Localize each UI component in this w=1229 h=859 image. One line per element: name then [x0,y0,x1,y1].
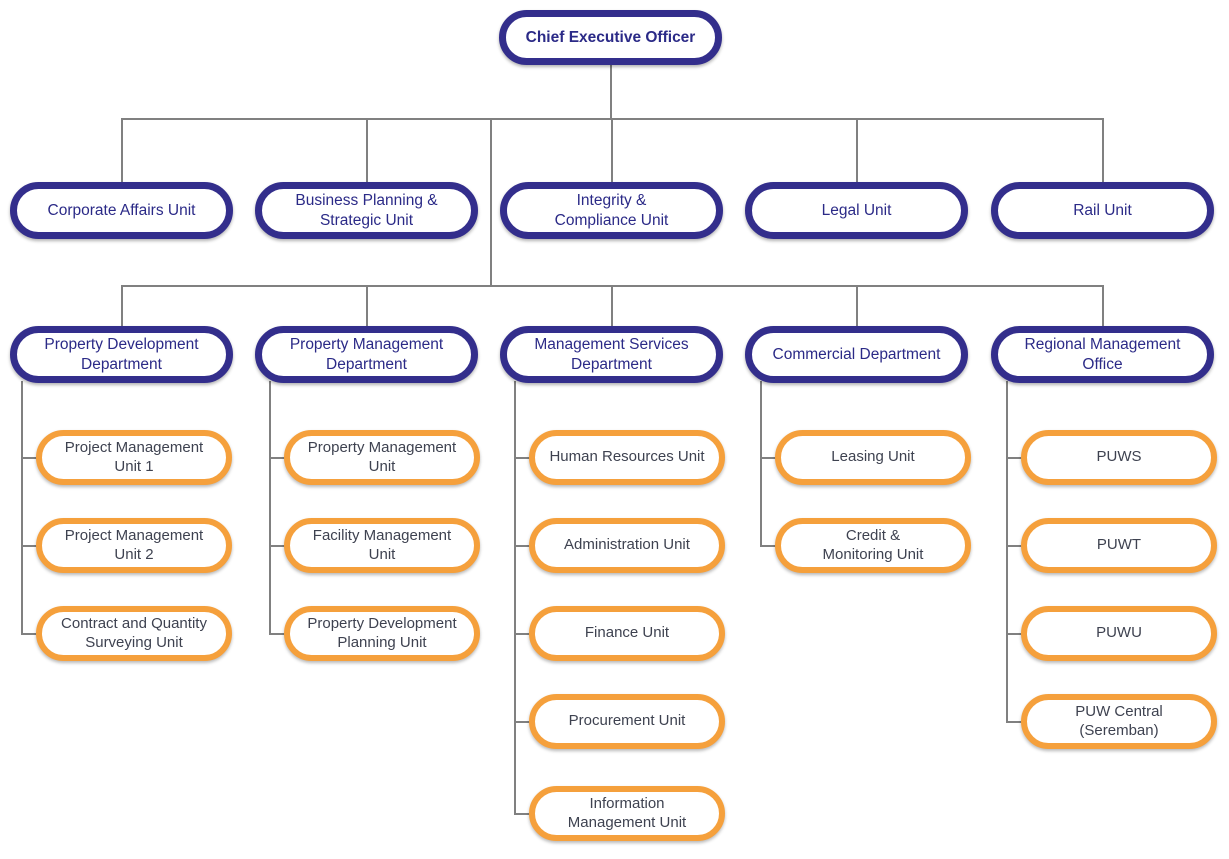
node-label: Integrity &Compliance Unit [554,192,669,229]
node-finance-unit[interactable]: Finance Unit [529,606,725,661]
connector-ceo-stem [610,62,612,120]
connector-unit-stub-1-2 [21,545,41,547]
node-label: Administration Unit [564,536,690,554]
node-label: PUW Central(Seremban) [1075,702,1163,739]
node-corporate-affairs-unit[interactable]: Corporate Affairs Unit [10,182,233,239]
node-puw-central-seremban[interactable]: PUW Central(Seremban) [1021,694,1217,749]
connector-department-drop-5 [1102,285,1104,327]
connector-department-drop-3 [611,285,613,327]
connector-unit-stub-5-4 [1006,721,1026,723]
node-puwu[interactable]: PUWU [1021,606,1217,661]
node-label: Chief Executive Officer [525,28,696,46]
connector-level2-drop-3 [611,118,613,184]
connector-unit-stub-3-4 [514,721,534,723]
connector-unit-stub-3-1 [514,457,534,459]
node-label: Human Resources Unit [549,448,705,466]
connector-unit-spine-5 [1006,381,1008,722]
connector-unit-stub-4-1 [760,457,780,459]
connector-unit-stub-3-2 [514,545,534,547]
node-legal-unit[interactable]: Legal Unit [745,182,968,239]
connector-unit-stub-2-2 [269,545,289,547]
connector-level2-drop-4 [856,118,858,184]
connector-level2-drop-5 [1102,118,1104,184]
connector-unit-stub-5-2 [1006,545,1026,547]
connector-unit-stub-2-1 [269,457,289,459]
connector-department-spine [490,118,492,285]
connector-level2-drop-1 [121,118,123,184]
connector-unit-spine-4 [760,381,762,546]
node-business-planning-strategic-unit[interactable]: Business Planning &Strategic Unit [255,182,478,239]
node-label: PUWU [1096,624,1142,642]
node-puws[interactable]: PUWS [1021,430,1217,485]
node-human-resources-unit[interactable]: Human Resources Unit [529,430,725,485]
node-leasing-unit[interactable]: Leasing Unit [775,430,971,485]
node-credit-monitoring-unit[interactable]: Credit &Monitoring Unit [775,518,971,573]
node-commercial-department[interactable]: Commercial Department [745,326,968,383]
node-label: Corporate Affairs Unit [47,201,196,219]
connector-unit-stub-5-3 [1006,633,1026,635]
connector-unit-stub-4-2 [760,545,780,547]
connector-unit-stub-3-5 [514,813,534,815]
node-label: PUWS [1096,448,1142,466]
node-label: Commercial Department [772,345,941,363]
node-integrity-compliance-unit[interactable]: Integrity &Compliance Unit [500,182,723,239]
node-label: Business Planning &Strategic Unit [295,192,438,229]
node-procurement-unit[interactable]: Procurement Unit [529,694,725,749]
connector-unit-stub-2-3 [269,633,289,635]
connector-unit-stub-1-3 [21,633,41,635]
node-rail-unit[interactable]: Rail Unit [991,182,1214,239]
node-label: Legal Unit [821,201,892,219]
node-chief-executive-officer[interactable]: Chief Executive Officer [499,10,722,65]
node-label: Credit &Monitoring Unit [822,526,924,563]
connector-department-drop-2 [366,285,368,327]
node-label: PUWT [1096,536,1142,554]
node-label: Procurement Unit [568,712,686,730]
connector-unit-stub-1-1 [21,457,41,459]
connector-unit-stub-3-3 [514,633,534,635]
connector-level2-drop-2 [366,118,368,184]
connector-unit-stub-5-1 [1006,457,1026,459]
connector-department-drop-1 [121,285,123,327]
node-puwt[interactable]: PUWT [1021,518,1217,573]
connector-unit-spine-2 [269,381,271,634]
node-label: Finance Unit [584,624,670,642]
connector-unit-spine-3 [514,381,516,814]
connector-department-drop-4 [856,285,858,327]
connector-unit-spine-1 [21,381,23,634]
node-administration-unit[interactable]: Administration Unit [529,518,725,573]
node-label: Leasing Unit [831,448,915,466]
node-label: Rail Unit [1073,201,1132,219]
